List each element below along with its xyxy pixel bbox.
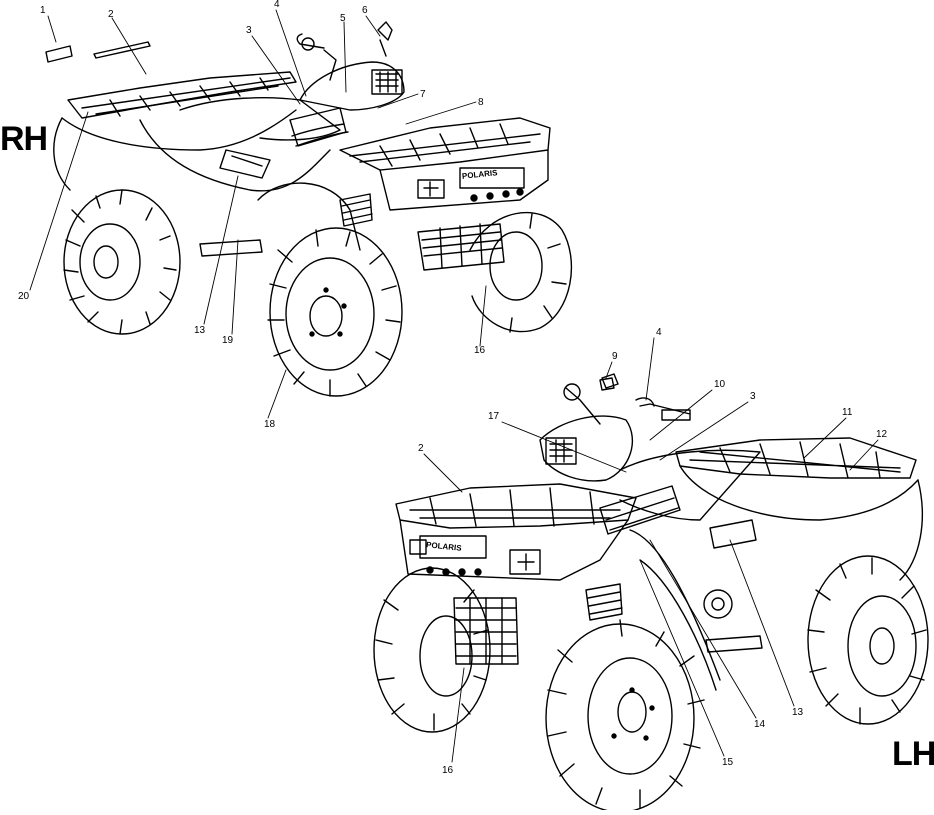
callout-lh-17: 17 xyxy=(488,411,500,422)
callout-lh-12: 12 xyxy=(876,429,888,440)
callout-lh-10: 10 xyxy=(714,379,726,390)
callout-lh-14: 14 xyxy=(754,719,766,730)
rh-atv-drawing xyxy=(53,21,573,397)
callout-rh-7: 7 xyxy=(420,89,426,100)
callout-lh-15: 15 xyxy=(722,757,734,768)
callout-rh-18: 18 xyxy=(264,419,276,430)
rh-loose-decals xyxy=(45,41,151,63)
lh-side-label: LH xyxy=(892,735,934,773)
callout-lh-13: 13 xyxy=(792,707,804,718)
lh-loose-decal xyxy=(599,377,615,391)
callout-rh-5: 5 xyxy=(340,13,346,24)
callout-lh-2: 2 xyxy=(418,443,424,454)
callout-rh-3: 3 xyxy=(246,25,252,36)
callout-lh-3: 3 xyxy=(750,391,756,402)
rh-side-label: RH xyxy=(0,120,48,158)
callout-rh-20: 20 xyxy=(18,291,30,302)
callout-rh-13: 13 xyxy=(194,325,206,336)
callout-rh-19: 19 xyxy=(222,335,234,346)
callout-rh-1: 1 xyxy=(40,5,46,16)
lh-leader-lines xyxy=(423,337,879,763)
callout-rh-2: 2 xyxy=(108,9,114,20)
lh-atv-drawing xyxy=(373,373,929,813)
callout-rh-16: 16 xyxy=(474,345,486,356)
callout-rh-8: 8 xyxy=(478,97,484,108)
rh-leader-lines xyxy=(29,9,487,419)
callout-lh-16: 16 xyxy=(442,765,454,776)
callout-lh-9: 9 xyxy=(612,351,618,362)
callout-lh-4: 4 xyxy=(656,327,662,338)
callout-rh-6: 6 xyxy=(362,5,368,16)
callout-lh-11: 11 xyxy=(842,407,853,418)
callout-rh-4: 4 xyxy=(274,0,280,10)
